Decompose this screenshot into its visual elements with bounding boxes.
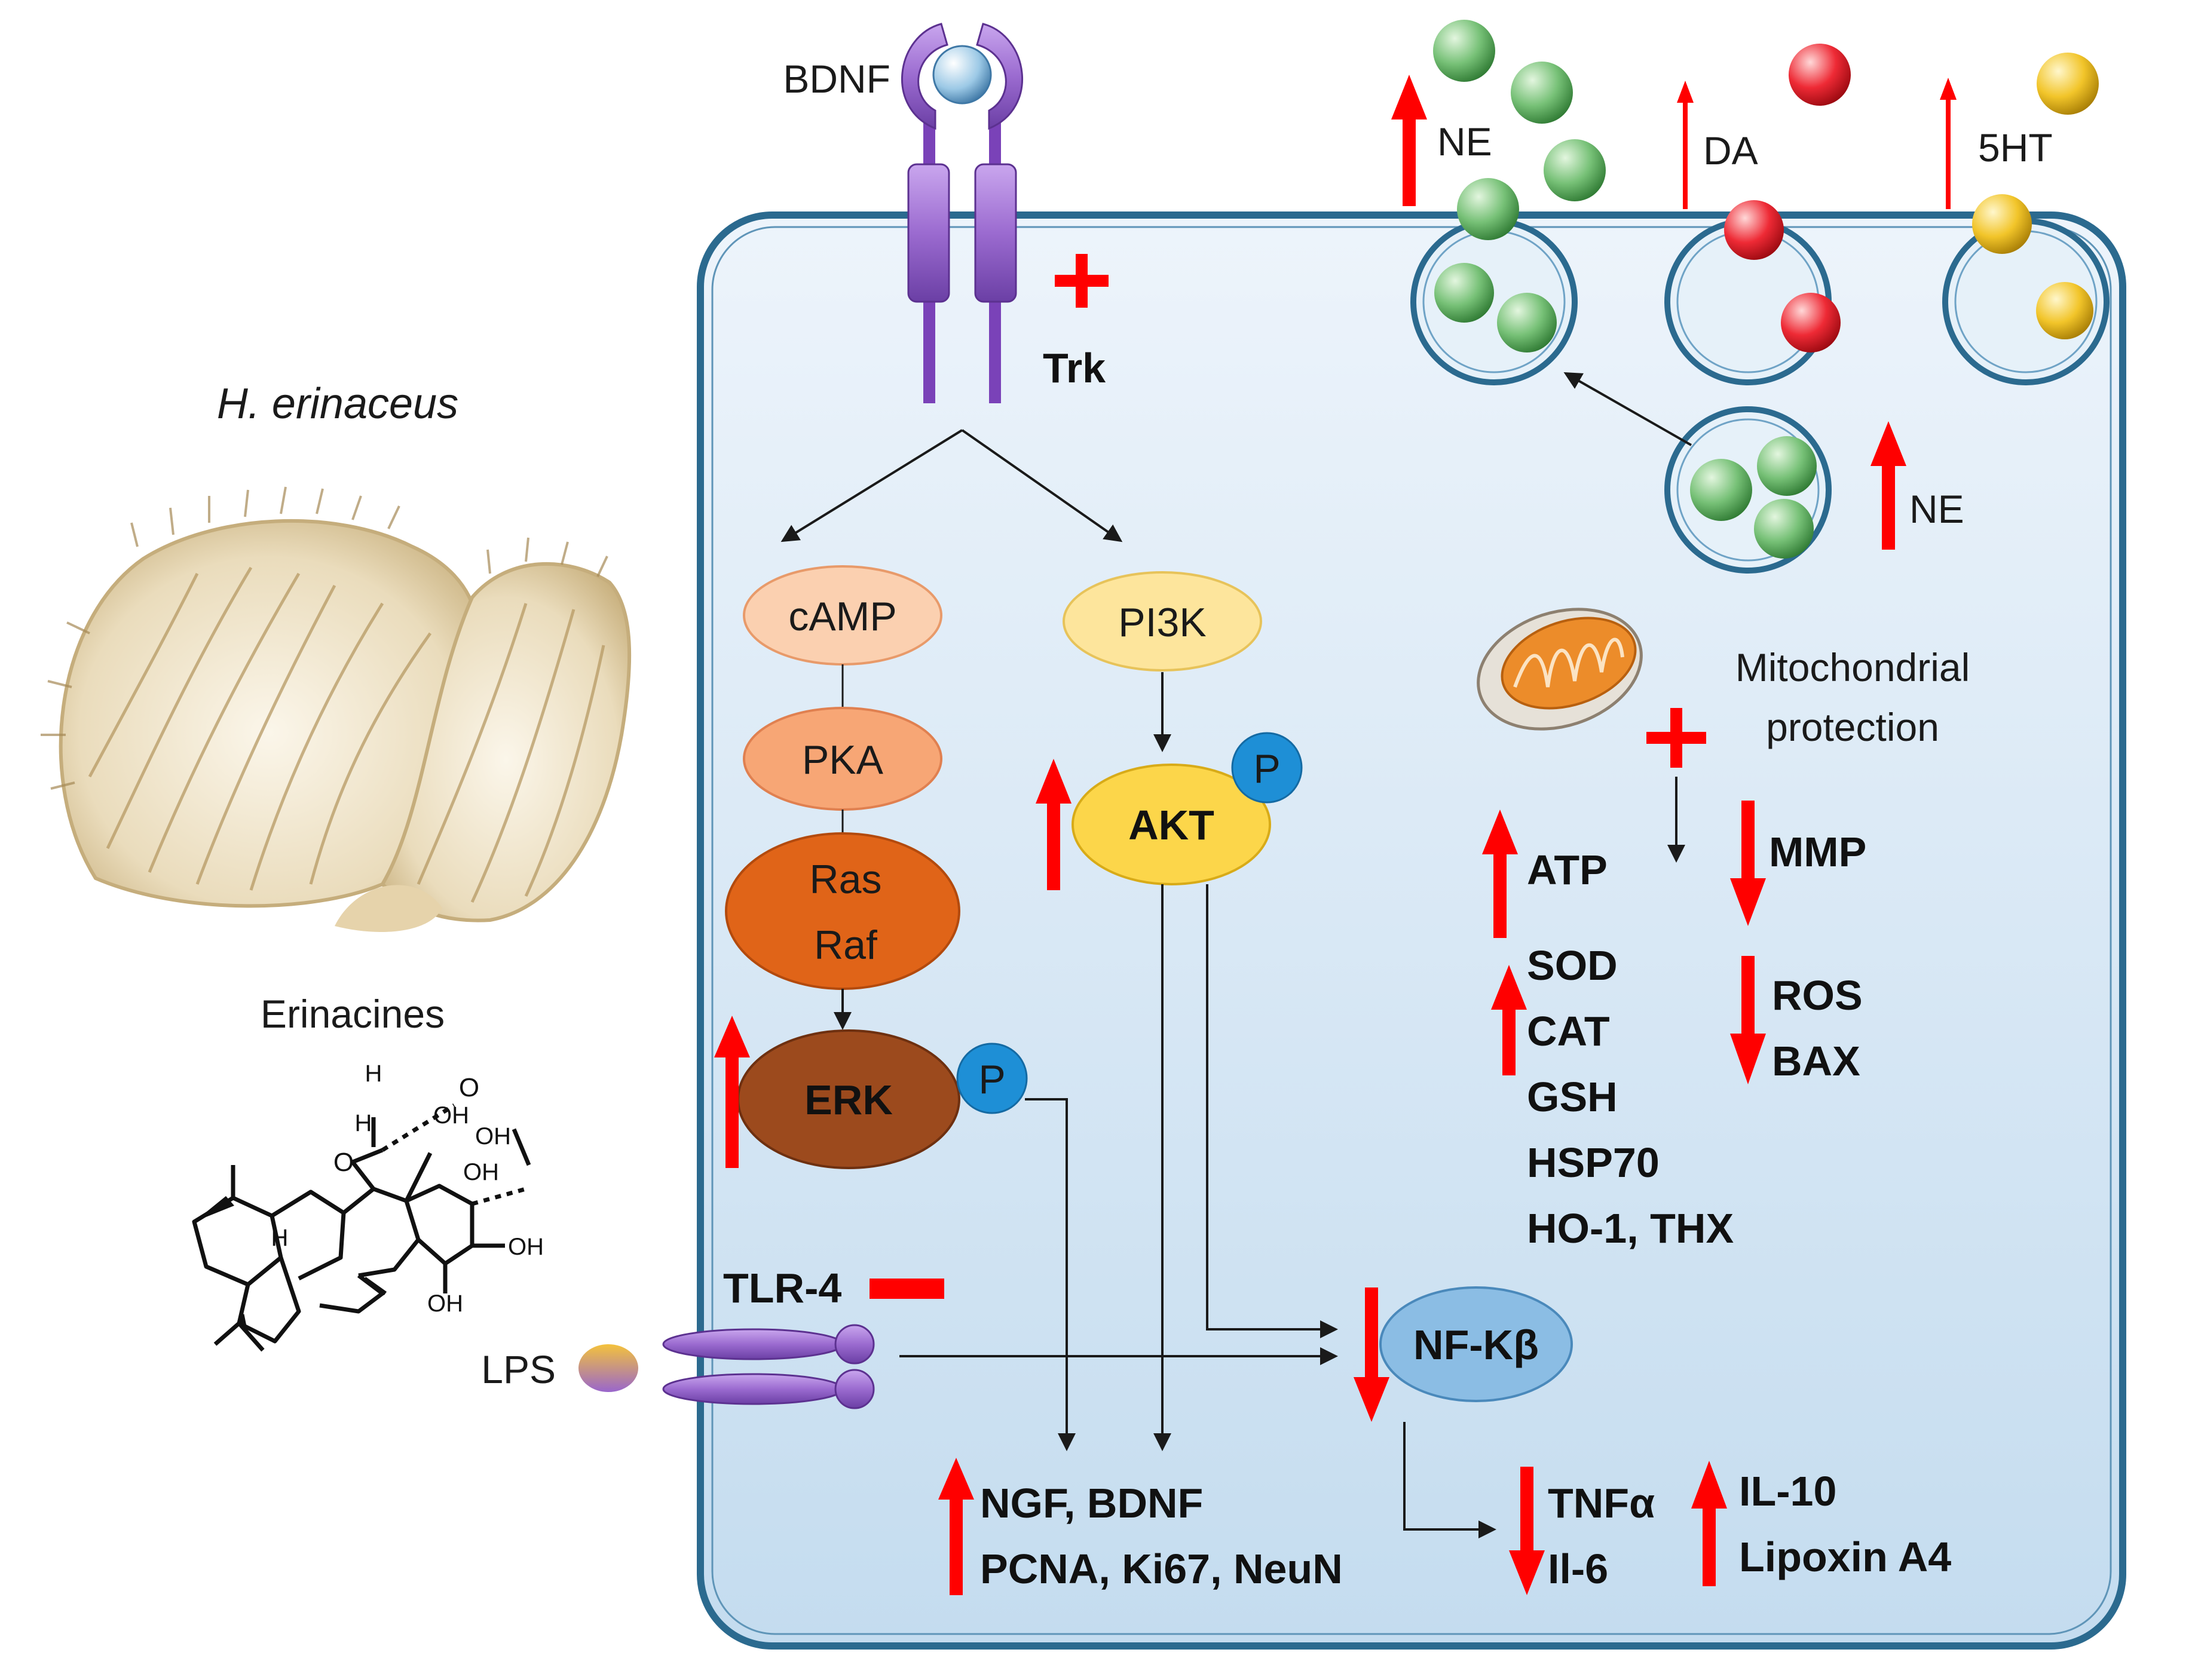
lipoxin-label: Lipoxin A4 bbox=[1739, 1534, 1951, 1580]
akt-to-nfkb-arrow bbox=[1206, 884, 1338, 1338]
ne-vesicle-release bbox=[1410, 20, 1606, 385]
nfkb-label: NF-Kβ bbox=[1413, 1322, 1539, 1368]
trk-activation-plus bbox=[1055, 254, 1109, 308]
da-vesicle-release bbox=[1664, 44, 1851, 385]
tlr4-label: TLR-4 bbox=[723, 1265, 841, 1311]
hydroxyl-label-3: OH bbox=[463, 1159, 499, 1185]
mmp-down-arrowhead bbox=[1730, 878, 1766, 926]
ras-label: Ras bbox=[810, 857, 882, 902]
hydrogen-label-3: H bbox=[271, 1225, 289, 1251]
hsp70-label: HSP70 bbox=[1527, 1139, 1660, 1186]
cell-membrane-inner bbox=[711, 226, 2112, 1635]
erk-label: ERK bbox=[804, 1077, 893, 1123]
mito-protection-line1: Mitochondrial bbox=[1735, 645, 1970, 689]
pi3k-node bbox=[1063, 571, 1262, 672]
sod-label: SOD bbox=[1527, 942, 1618, 989]
antioxidant-up-arrowhead bbox=[1491, 965, 1527, 1010]
akt-phospho-badge bbox=[1231, 732, 1303, 804]
hydroxyl-label-2: OH bbox=[475, 1123, 511, 1149]
ne-release-label: NE bbox=[1437, 119, 1492, 164]
mito-protection-line2: protection bbox=[1766, 705, 1939, 749]
5ht-release-label: 5HT bbox=[1978, 125, 2053, 170]
akt-up-arrowhead bbox=[1036, 759, 1072, 804]
mitochondrion-icon bbox=[1477, 608, 1643, 731]
raf-label: Raf bbox=[814, 922, 877, 968]
il10-label: IL-10 bbox=[1739, 1468, 1836, 1515]
nfkb-down-arrowhead bbox=[1354, 1377, 1389, 1422]
ngf-bdnf-label: NGF, BDNF bbox=[980, 1480, 1203, 1526]
5ht-release-up-arrowhead bbox=[1940, 78, 1957, 100]
atp-up-arrowhead bbox=[1482, 810, 1518, 854]
erk-to-ngf-arrow bbox=[1025, 1098, 1076, 1451]
bax-label: BAX bbox=[1772, 1038, 1860, 1084]
ros-label: ROS bbox=[1772, 972, 1863, 1019]
lps-label: LPS bbox=[481, 1347, 556, 1391]
nfkb-node bbox=[1379, 1286, 1573, 1402]
ne-vesicle-internal bbox=[1664, 406, 1832, 574]
methyl-wedge bbox=[194, 1196, 234, 1222]
nfkb-to-cytokines-arrow bbox=[1403, 1422, 1496, 1538]
akt-phospho-label: P bbox=[1253, 746, 1280, 792]
erk-up-arrowhead bbox=[714, 1016, 750, 1057]
ne-release-up-arrowhead bbox=[1391, 75, 1427, 119]
il6-label: Il-6 bbox=[1548, 1546, 1608, 1592]
5ht-vesicle-release bbox=[1942, 53, 2110, 385]
hydroxyl-label-1: OH bbox=[433, 1102, 469, 1129]
hydroxyl-label-4: OH bbox=[508, 1234, 544, 1260]
trk-to-pi3k-arrow bbox=[961, 429, 1123, 542]
gsh-label: GSH bbox=[1527, 1074, 1618, 1120]
tnfa-label: TNFα bbox=[1548, 1480, 1655, 1526]
trk-to-camp-arrow bbox=[780, 429, 963, 542]
erk-phospho-label: P bbox=[978, 1057, 1005, 1102]
oxygen-label-1: O bbox=[333, 1148, 354, 1177]
mito-protection-plus bbox=[1646, 708, 1706, 768]
ne-internal-up-arrowhead bbox=[1871, 421, 1906, 466]
cat-label: CAT bbox=[1527, 1008, 1610, 1054]
akt-node bbox=[1072, 764, 1271, 885]
tlr4-inhibition-minus bbox=[870, 1279, 944, 1299]
da-release-up-arrowhead bbox=[1677, 81, 1694, 103]
hydrogen-label-2: H bbox=[355, 1110, 372, 1136]
tnfa-down-arrowhead bbox=[1509, 1550, 1545, 1595]
ne-internal-label: NE bbox=[1909, 487, 1964, 531]
mushroom-illustration bbox=[41, 486, 632, 932]
atp-label: ATP bbox=[1527, 847, 1608, 893]
organism-name: H. erinaceus bbox=[217, 380, 458, 428]
trk-receptor bbox=[901, 23, 1023, 403]
il10-up-arrowhead bbox=[1691, 1461, 1727, 1509]
compound-name: Erinacines bbox=[261, 992, 445, 1036]
pi3k-label: PI3K bbox=[1118, 600, 1206, 645]
pcna-label: PCNA, Ki67, NeuN bbox=[980, 1546, 1343, 1592]
lps-molecule bbox=[578, 1344, 638, 1392]
vesicle-transport-arrow bbox=[1563, 372, 1692, 446]
pka-label: PKA bbox=[802, 737, 884, 783]
bdnf-label: BDNF bbox=[783, 57, 890, 101]
ho1-thx-label: HO-1, THX bbox=[1527, 1205, 1734, 1252]
erinacine-structure bbox=[192, 1103, 531, 1352]
tlr4-receptor bbox=[662, 1324, 875, 1409]
akt-label: AKT bbox=[1128, 802, 1214, 848]
hydrogen-label-1: H bbox=[365, 1060, 382, 1087]
oxygen-label-2: O bbox=[459, 1073, 479, 1102]
trk-label: Trk bbox=[1043, 345, 1106, 391]
ngf-up-arrowhead bbox=[938, 1458, 974, 1500]
hydroxyl-label-5: OH bbox=[427, 1290, 463, 1317]
mmp-label: MMP bbox=[1769, 829, 1866, 875]
ros-down-arrowhead bbox=[1730, 1034, 1766, 1084]
camp-label: cAMP bbox=[788, 594, 896, 639]
erk-phospho-badge bbox=[956, 1043, 1028, 1114]
da-release-label: DA bbox=[1703, 128, 1758, 173]
cell-membrane bbox=[697, 211, 2126, 1650]
